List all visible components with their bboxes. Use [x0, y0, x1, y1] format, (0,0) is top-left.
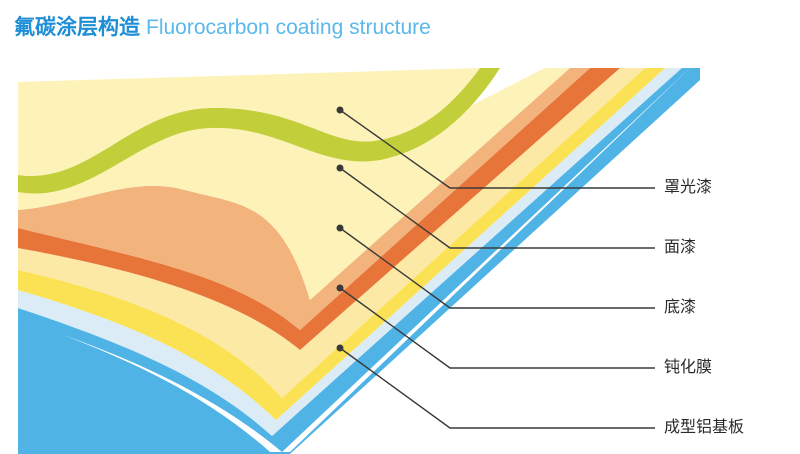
leader-line	[339, 347, 655, 429]
layer-primer-dark	[18, 68, 620, 350]
leader-line	[339, 287, 655, 369]
layer-clearcoat-top	[18, 68, 480, 176]
leader-lines	[336, 106, 655, 429]
leader-dot	[336, 164, 344, 172]
layer-primer-light	[18, 68, 645, 398]
label-clearcoat: 罩光漆	[664, 177, 713, 196]
leader-dot	[336, 224, 344, 232]
leader-line	[339, 227, 655, 309]
leader-dot	[336, 106, 344, 114]
label-primer: 底漆	[664, 297, 697, 316]
leader-dot	[336, 344, 344, 352]
leader-dot	[336, 284, 344, 292]
layer-primer	[18, 68, 590, 330]
layer-clearcoat-wave	[18, 68, 500, 194]
leader-line	[339, 167, 655, 249]
leader-line	[339, 109, 655, 189]
page-title: 氟碳涂层构造 Fluorocarbon coating structure	[14, 10, 431, 44]
label-topcoat: 面漆	[664, 237, 697, 256]
label-passivation: 钝化膜	[664, 357, 713, 376]
layer-passivation	[18, 68, 665, 420]
title-english: Fluorocarbon coating structure	[146, 16, 431, 39]
label-substrate: 成型铝基板	[664, 417, 745, 436]
layer-substrate	[18, 68, 700, 454]
layer-substrate-face	[18, 68, 690, 452]
layer-substrate-light	[18, 68, 682, 436]
title-chinese: 氟碳涂层构造	[14, 15, 140, 39]
